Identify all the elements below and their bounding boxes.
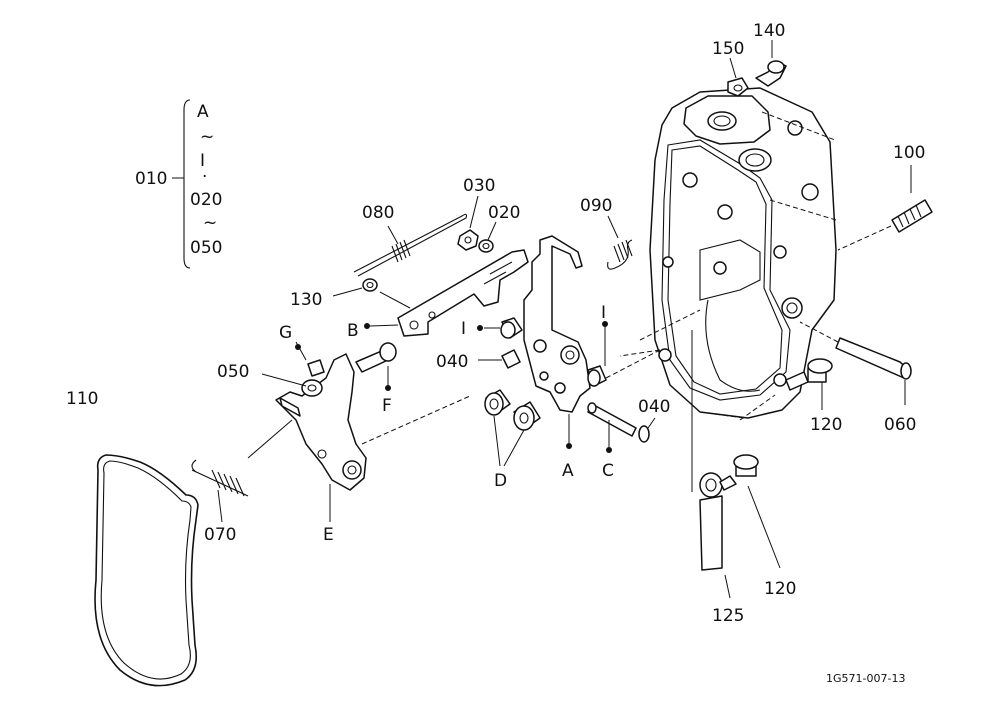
label-060: 060 xyxy=(884,415,916,435)
label-125: 125 xyxy=(712,606,744,626)
bolt-140 xyxy=(755,40,787,87)
label-040-right: 040 xyxy=(638,397,670,417)
label-140: 140 xyxy=(753,21,785,41)
label-030: 030 xyxy=(463,176,495,196)
label-ref-i-left: I xyxy=(461,319,466,339)
assembly-hidden-lines xyxy=(361,309,701,445)
label-110: 110 xyxy=(66,389,98,409)
spring-090 xyxy=(607,215,633,270)
label-150: 150 xyxy=(712,39,744,59)
kit-range2-start: 020 xyxy=(190,190,222,210)
label-ref-d: D xyxy=(494,471,507,491)
label-ref-c: C xyxy=(602,461,614,481)
label-100: 100 xyxy=(893,143,925,163)
washer-040-mid xyxy=(478,349,521,369)
lever-e xyxy=(275,353,367,522)
roller-i-left xyxy=(484,317,523,339)
label-080: 080 xyxy=(362,203,394,223)
kit-bracket-010: A ~ I · 020 ~ 050 xyxy=(172,99,222,269)
lever-plate-a xyxy=(523,235,591,448)
nut-030 xyxy=(457,195,479,251)
pin-f xyxy=(355,342,397,390)
label-040-mid: 040 xyxy=(436,352,468,372)
kit-range2-tilde: ~ xyxy=(203,213,217,233)
washer-150 xyxy=(727,57,749,97)
nut-130 xyxy=(332,278,378,297)
figure-code: 1G571-007-13 xyxy=(826,672,905,685)
label-090: 090 xyxy=(580,196,612,216)
label-120-upper: 120 xyxy=(810,415,842,435)
washer-020 xyxy=(478,221,497,253)
label-020: 020 xyxy=(488,203,520,223)
gasket-110 xyxy=(94,454,199,687)
kit-range1-start: A xyxy=(197,102,209,122)
stud-100 xyxy=(837,165,933,251)
label-ref-f: F xyxy=(382,396,392,416)
pin-060 xyxy=(799,321,912,405)
pin-c xyxy=(587,402,637,452)
gear-case xyxy=(649,87,837,421)
rod-spring-080 xyxy=(353,213,468,277)
washer-040-right xyxy=(638,417,656,443)
kit-range1-dot: · xyxy=(202,167,207,187)
bolt-120-lower xyxy=(719,454,781,569)
kit-range2-end: 050 xyxy=(190,238,222,258)
plate-125 xyxy=(691,330,731,599)
bolt-120-upper xyxy=(785,358,833,410)
label-120-lower: 120 xyxy=(764,579,796,599)
label-070: 070 xyxy=(204,525,236,545)
rollers-d xyxy=(484,389,541,467)
kit-range1-end: I xyxy=(200,151,205,171)
label-010: 010 xyxy=(135,169,167,189)
label-130: 130 xyxy=(290,290,322,310)
label-ref-i-right: I xyxy=(601,303,606,323)
label-ref-g: G xyxy=(279,323,292,343)
label-ref-b: B xyxy=(347,321,359,341)
link-plate-b xyxy=(369,249,529,337)
label-ref-a: A xyxy=(562,461,574,481)
label-050: 050 xyxy=(217,362,249,382)
spring-070 xyxy=(191,419,293,523)
label-ref-e: E xyxy=(323,525,334,545)
washer-050 xyxy=(261,373,323,397)
roller-i-right xyxy=(587,322,661,387)
kit-range1-tilde: ~ xyxy=(200,127,214,147)
callout-dots xyxy=(295,321,612,453)
